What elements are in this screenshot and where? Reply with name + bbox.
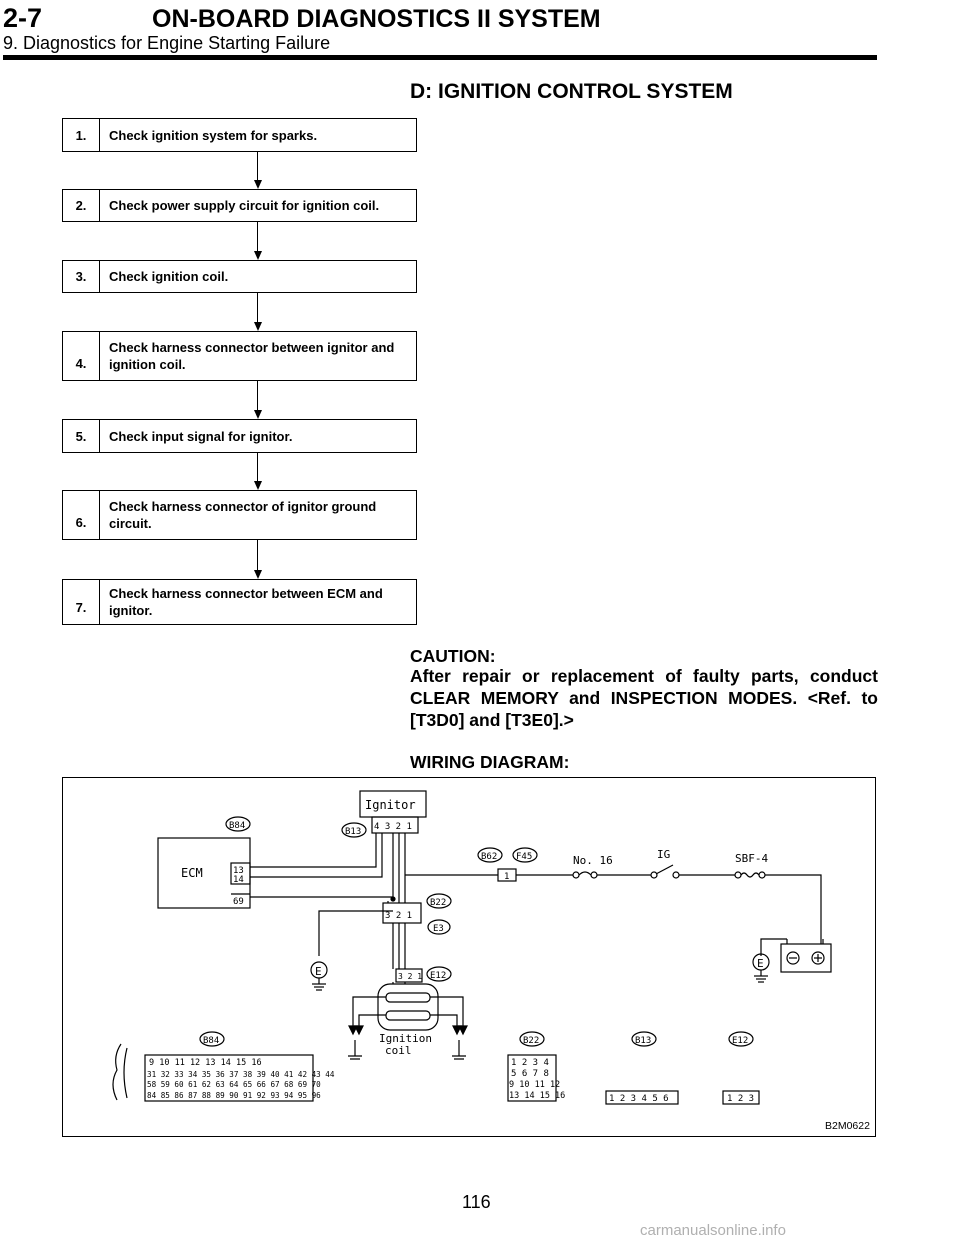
svg-text:5 6 7 8: 5 6 7 8 bbox=[511, 1069, 549, 1079]
svg-text:B22: B22 bbox=[430, 898, 446, 908]
svg-text:F45: F45 bbox=[516, 852, 532, 862]
flow-arrow-icon bbox=[253, 453, 262, 490]
step-text: Check harness connector between ECM and … bbox=[109, 586, 383, 618]
step-number: 5. bbox=[63, 420, 100, 452]
svg-text:B84: B84 bbox=[229, 821, 245, 831]
svg-text:E: E bbox=[757, 957, 764, 970]
flow-arrow-icon bbox=[253, 293, 262, 331]
connector-tag-b13-face: B13 bbox=[631, 1031, 657, 1047]
flow-step-5[interactable]: 5. Check input signal for ignitor. bbox=[62, 419, 417, 453]
step-number: 4. bbox=[63, 332, 100, 380]
svg-text:B22: B22 bbox=[523, 1036, 539, 1046]
e12-pin-numbers: 3 2 1 bbox=[398, 972, 422, 981]
step-text: Check ignition system for sparks. bbox=[109, 127, 318, 143]
connector-tag-b22-face: B22 bbox=[519, 1031, 545, 1047]
step-text: Check harness connector between ignitor … bbox=[109, 340, 395, 372]
flow-step-4[interactable]: 4. Check harness connector between ignit… bbox=[62, 331, 417, 381]
svg-text:1 2 3: 1 2 3 bbox=[727, 1094, 754, 1104]
watermark: carmanualsonline.info bbox=[640, 1222, 786, 1239]
ig-switch-label: IG bbox=[657, 848, 670, 861]
battery-icon bbox=[760, 938, 832, 973]
page-subtitle: 9. Diagnostics for Engine Starting Failu… bbox=[3, 33, 331, 53]
svg-text:9 10 11 12 13 14 15 16: 9 10 11 12 13 14 15 16 bbox=[149, 1058, 262, 1068]
sbf-fuse-label: SBF-4 bbox=[735, 852, 768, 865]
connector-face-b84: 9 10 11 12 13 14 15 16 31 32 33 34 35 36… bbox=[112, 1043, 335, 1102]
svg-text:E12: E12 bbox=[732, 1036, 748, 1046]
connector-face-b13: 1 2 3 4 5 6 bbox=[605, 1090, 679, 1105]
flow-step-7[interactable]: 7. Check harness connector between ECM a… bbox=[62, 579, 417, 625]
connector-tag-f45: F45 bbox=[512, 847, 538, 863]
step-number: 7. bbox=[63, 580, 100, 624]
svg-text:1 2 3 4 5 6: 1 2 3 4 5 6 bbox=[609, 1094, 669, 1104]
ignition-coil-component: Ignition coil bbox=[348, 982, 468, 1060]
svg-text:B84: B84 bbox=[203, 1036, 219, 1046]
power-supply-line: 1 No. 16 IG SBF-4 bbox=[405, 848, 822, 944]
b22-pin-numbers: 3 2 1 bbox=[385, 911, 412, 921]
connector-face-b22: 1 2 3 4 5 6 7 8 9 10 11 12 13 14 15 16 bbox=[507, 1054, 565, 1102]
caution-label: CAUTION: bbox=[410, 646, 496, 666]
step-number: 3. bbox=[63, 261, 100, 292]
section-title: D: IGNITION CONTROL SYSTEM bbox=[410, 80, 733, 103]
svg-text:B62: B62 bbox=[481, 852, 497, 862]
harness-wires: 3 2 1 3 2 1 bbox=[250, 833, 423, 983]
step-text: Check harness connector of ignitor groun… bbox=[109, 499, 377, 531]
flow-step-1[interactable]: 1. Check ignition system for sparks. bbox=[62, 118, 417, 152]
flow-step-2[interactable]: 2. Check power supply circuit for igniti… bbox=[62, 189, 417, 222]
svg-text:14: 14 bbox=[233, 875, 244, 885]
flow-arrow-icon bbox=[253, 222, 262, 260]
svg-text:58 59 60 61 62 63 64 65 66 67: 58 59 60 61 62 63 64 65 66 67 68 69 70 bbox=[147, 1080, 321, 1089]
svg-text:13 14 15 16: 13 14 15 16 bbox=[509, 1091, 565, 1101]
flow-arrow-icon bbox=[253, 152, 262, 189]
coil-label-line1: Ignition bbox=[379, 1032, 432, 1045]
svg-text:9 10 11 12: 9 10 11 12 bbox=[509, 1080, 560, 1090]
ecm-label: ECM bbox=[181, 866, 203, 880]
svg-text:B13: B13 bbox=[345, 827, 361, 837]
ignitor-label: Ignitor bbox=[365, 798, 416, 812]
flow-step-3[interactable]: 3. Check ignition coil. bbox=[62, 260, 417, 293]
ground-icon: E bbox=[310, 961, 328, 991]
flow-step-6[interactable]: 6. Check harness connector of ignitor gr… bbox=[62, 490, 417, 540]
coil-label-line2: coil bbox=[385, 1044, 412, 1057]
svg-text:84 85 86 87 88 89 90 91 92 93: 84 85 86 87 88 89 90 91 92 93 94 95 96 bbox=[147, 1091, 321, 1100]
b13-pin-numbers: 4 3 2 1 bbox=[374, 822, 412, 832]
svg-text:E3: E3 bbox=[433, 924, 444, 934]
svg-text:13: 13 bbox=[233, 866, 244, 876]
fuse-no16-label: No. 16 bbox=[573, 854, 613, 867]
svg-text:B13: B13 bbox=[635, 1036, 651, 1046]
page-title: ON-BOARD DIAGNOSTICS II SYSTEM bbox=[152, 5, 601, 33]
wiring-diagram-label: WIRING DIAGRAM: bbox=[410, 752, 570, 772]
connector-tag-e3: E3 bbox=[427, 919, 451, 935]
connector-tag-e12: E12 bbox=[426, 966, 452, 982]
step-number: 1. bbox=[63, 119, 100, 151]
wiring-diagram: Ignitor 4 3 2 1 B84 B13 B62 F45 B22 E3 E… bbox=[62, 777, 876, 1137]
page-number: 116 bbox=[462, 1192, 491, 1212]
connector-tag-b84: B84 bbox=[225, 816, 251, 832]
svg-text:69: 69 bbox=[233, 897, 244, 907]
svg-text:E12: E12 bbox=[430, 971, 446, 981]
ground-icon: E bbox=[752, 953, 770, 983]
header-rule bbox=[3, 55, 877, 60]
connector-tag-b84-face: B84 bbox=[199, 1031, 225, 1047]
svg-text:31 32 33 34 35 36 37 38 39 40: 31 32 33 34 35 36 37 38 39 40 41 42 43 4… bbox=[147, 1070, 335, 1079]
svg-text:1 2 3 4: 1 2 3 4 bbox=[511, 1058, 549, 1068]
figure-id: B2M0622 bbox=[825, 1120, 870, 1132]
step-text: Check ignition coil. bbox=[109, 269, 229, 284]
step-number: 2. bbox=[63, 190, 100, 221]
connector-tag-b62: B62 bbox=[477, 847, 503, 863]
caution-text: After repair or replacement of faulty pa… bbox=[410, 666, 878, 730]
ignitor-component: Ignitor 4 3 2 1 bbox=[359, 790, 427, 834]
connector-tag-b22: B22 bbox=[426, 893, 452, 909]
svg-text:1: 1 bbox=[504, 872, 509, 882]
svg-text:E: E bbox=[315, 965, 322, 978]
connector-tag-e12-face: E12 bbox=[728, 1031, 754, 1047]
section-number: 2-7 bbox=[3, 3, 43, 33]
step-number: 6. bbox=[63, 491, 100, 539]
step-text: Check power supply circuit for ignition … bbox=[109, 198, 380, 213]
flow-arrow-icon bbox=[253, 381, 262, 419]
ecm-component: ECM 13 14 69 bbox=[157, 837, 251, 909]
connector-tag-b13: B13 bbox=[341, 822, 367, 838]
connector-face-e12: 1 2 3 bbox=[722, 1090, 760, 1105]
flow-arrow-icon bbox=[253, 540, 262, 579]
step-text: Check input signal for ignitor. bbox=[109, 428, 293, 444]
